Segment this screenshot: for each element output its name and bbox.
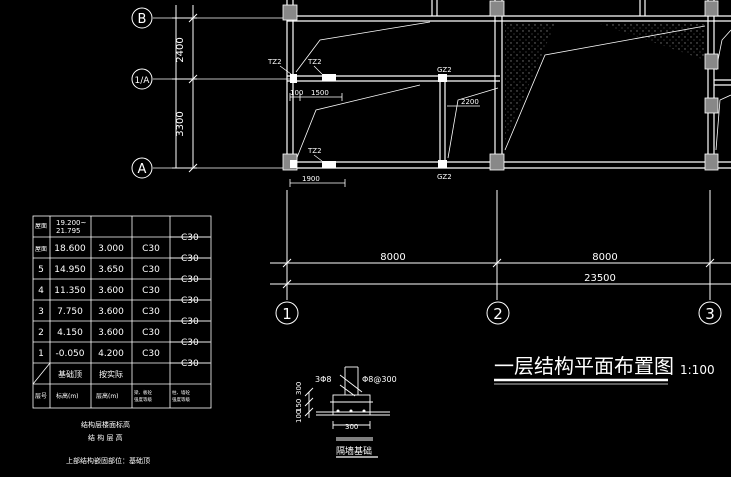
- tz2-label-c: TZ2: [307, 147, 322, 155]
- axis-label-2: 2: [493, 305, 503, 323]
- footing-h300: 300: [295, 382, 303, 395]
- table-floor: 屋面: [35, 246, 47, 253]
- axis-label-A: A: [138, 162, 147, 177]
- tz2-label-a: TZ2: [267, 58, 282, 66]
- axis-bubble-3: 3: [698, 301, 722, 325]
- table-header-c1b: 强度等级: [134, 396, 152, 403]
- side-label: C30: [181, 317, 199, 327]
- table-caption-3: 上部结构嵌固部位：基础顶: [66, 456, 150, 465]
- table-height: 3.650: [98, 265, 124, 275]
- dim-8000-a: 8000: [380, 252, 405, 263]
- table-elev: 14.950: [54, 265, 86, 275]
- table-header-floor: 层号: [35, 393, 47, 400]
- dim-23500: 23500: [584, 273, 616, 284]
- side-label: C30: [181, 359, 199, 369]
- dim-8000-b: 8000: [592, 252, 617, 263]
- inner-dims: [289, 93, 480, 187]
- table-height: 3.600: [98, 328, 124, 338]
- dim-2400: 2400: [175, 37, 186, 62]
- small-columns: [290, 74, 447, 168]
- side-label: C30: [181, 275, 199, 285]
- table-elev: 11.350: [54, 286, 86, 296]
- axis-label-3: 3: [705, 305, 715, 323]
- table-floor: 2: [38, 328, 44, 338]
- table-header-c2b: 强度等级: [172, 396, 190, 403]
- label-leaders: [279, 65, 323, 162]
- slab-hatch: [505, 24, 555, 140]
- dim-1500: 1500: [311, 89, 329, 97]
- table-height: 4.200: [98, 349, 124, 359]
- footing-rebar-1: 3Φ8: [315, 375, 331, 384]
- side-label: C30: [181, 338, 199, 348]
- table-conc: C30: [142, 349, 160, 359]
- table-conc: C30: [142, 286, 160, 296]
- table-height: 3.600: [98, 286, 124, 296]
- tz2-label-b: TZ2: [307, 58, 322, 66]
- side-label: C30: [181, 296, 199, 306]
- footing-rebar-dots: [336, 409, 366, 413]
- axis-bubble-B: B: [131, 7, 153, 29]
- axis-label-1: 1: [282, 305, 292, 323]
- table-elev: 18.600: [54, 244, 86, 254]
- table-top-cell: 19.200~ 21.795: [56, 219, 89, 235]
- axis-bubble-quarterA: 1/A: [131, 68, 290, 90]
- drawing-scale: 1:100: [680, 363, 715, 377]
- footing-title: 隔墙基础: [336, 445, 372, 457]
- table-base-height: 按实际: [99, 369, 123, 379]
- table-conc: C30: [142, 265, 160, 275]
- table-conc: C30: [142, 307, 160, 317]
- table-floor: 4: [38, 286, 44, 296]
- table-roof-mark: 屋面: [35, 223, 47, 230]
- table-elev: 4.150: [57, 328, 83, 338]
- table-top-line1: 19.200~: [56, 219, 86, 227]
- columns: [282, 0, 719, 171]
- table-header-elev: 标高(m): [56, 392, 79, 400]
- footing-h150: 150: [295, 399, 303, 412]
- table-caption-1: 结构层楼面标高: [81, 420, 130, 429]
- slab-hatch-2: [600, 24, 705, 60]
- slab-diagonals: [295, 21, 731, 161]
- table-header-c1: 梁、板砼: [134, 389, 152, 396]
- table-base-elev: 基础顶: [58, 369, 82, 379]
- table-caption-2: 结 构 层 高: [88, 433, 123, 442]
- dim-100: 100: [290, 89, 303, 97]
- axis-bubble-1: 1: [275, 301, 299, 325]
- dim-3300: 3300: [175, 111, 186, 136]
- table-top-line2: 21.795: [56, 227, 81, 235]
- footing-rebar-2: Φ8@300: [362, 375, 397, 384]
- footing-width: 300: [345, 423, 358, 431]
- table-height: 3.600: [98, 307, 124, 317]
- table-conc: C30: [142, 328, 160, 338]
- dim-1900: 1900: [302, 175, 320, 183]
- table-floor: 3: [38, 307, 44, 317]
- plan-walls: [286, 0, 731, 170]
- axis-bubble-2: 2: [486, 301, 510, 325]
- side-label: C30: [181, 233, 199, 243]
- axis-label-quarterA: 1/A: [135, 76, 151, 86]
- axis-bubble-A: A: [131, 157, 290, 179]
- footing-detail: [304, 366, 390, 441]
- table-conc: C30: [142, 244, 160, 254]
- left-dimension-chain: [172, 5, 198, 173]
- gz2-label-a: GZ2: [437, 66, 452, 74]
- dim-2200: 2200: [461, 98, 479, 106]
- table-elev: 7.750: [57, 307, 83, 317]
- footing-h100: 100: [295, 410, 303, 423]
- table-header-height: 层高(m): [96, 392, 119, 400]
- side-label: C30: [181, 254, 199, 264]
- drawing-title: 一层结构平面布置图: [494, 354, 674, 378]
- gz2-label-b: GZ2: [437, 173, 452, 181]
- table-header-c2: 柱、墙砼: [172, 389, 190, 396]
- table-height: 3.000: [98, 244, 124, 254]
- table-floor: 5: [38, 265, 44, 275]
- bottom-dimension-chain: [270, 190, 731, 300]
- table-elev: -0.050: [55, 349, 84, 359]
- axis-label-B: B: [138, 12, 147, 27]
- table-floor: 1: [38, 349, 44, 359]
